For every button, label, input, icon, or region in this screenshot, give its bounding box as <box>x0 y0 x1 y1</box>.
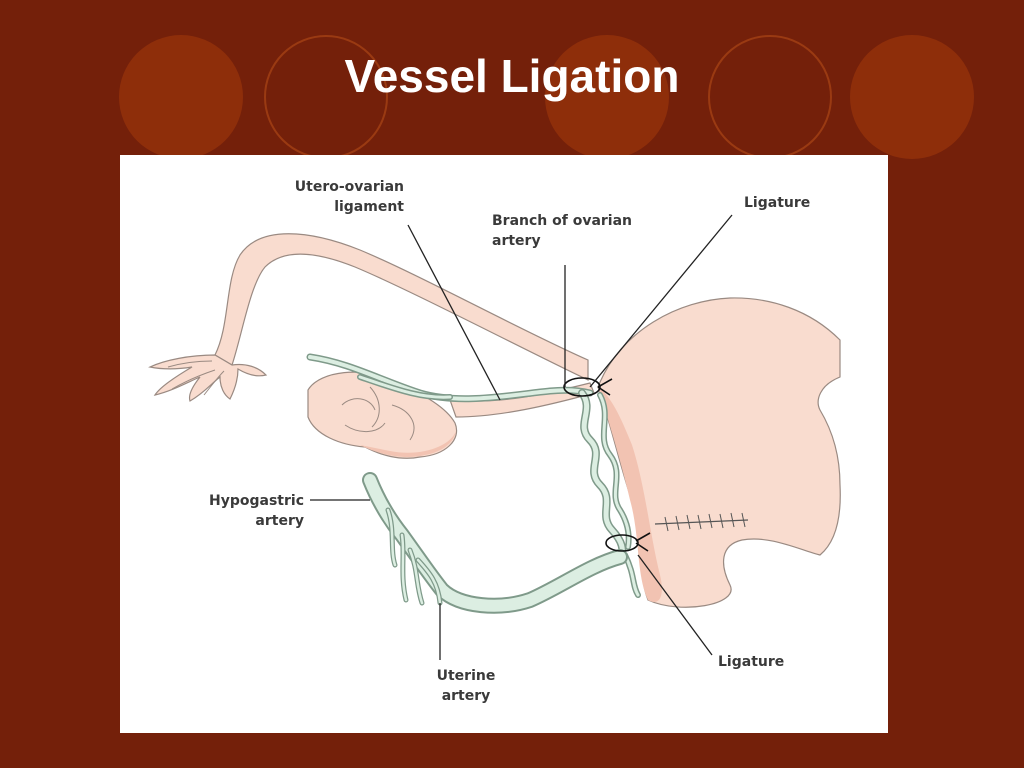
label-ligature-top: Ligature <box>744 195 810 211</box>
decor-circle-3 <box>850 35 974 159</box>
uterus <box>597 297 841 608</box>
diagram-labels: Utero-ovarian ligament Branch of ovarian… <box>209 179 810 704</box>
hypogastric-artery-vessels <box>362 472 628 614</box>
decor-circle-1 <box>119 35 243 159</box>
label-uterine-line1: Uterine <box>437 668 496 684</box>
vessel-ligation-diagram: Utero-ovarian ligament Branch of ovarian… <box>148 179 841 704</box>
label-branch-ovarian-line1: Branch of ovarian <box>492 213 632 229</box>
label-ligature-bottom: Ligature <box>718 654 784 670</box>
label-uterine-line2: artery <box>442 688 491 704</box>
ligature-top-knot <box>563 377 613 397</box>
ligature-bottom-knot <box>605 532 651 552</box>
ovarian-artery-vessels <box>306 353 594 403</box>
label-utero-ovarian-line2: ligament <box>334 199 404 215</box>
anatomy-figure: Utero-ovarian ligament Branch of ovarian… <box>120 155 888 733</box>
label-branch-ovarian-line2: artery <box>492 233 541 249</box>
fallopian-tube <box>148 233 589 402</box>
slide-title: Vessel Ligation <box>344 50 680 102</box>
decor-circle-2 <box>545 35 669 159</box>
ovary <box>307 371 595 459</box>
label-hypogastric-line2: artery <box>255 513 304 529</box>
label-utero-ovarian-line1: Utero-ovarian <box>295 179 404 195</box>
leader-lines <box>310 214 733 660</box>
label-hypogastric-line1: Hypogastric <box>209 493 304 509</box>
